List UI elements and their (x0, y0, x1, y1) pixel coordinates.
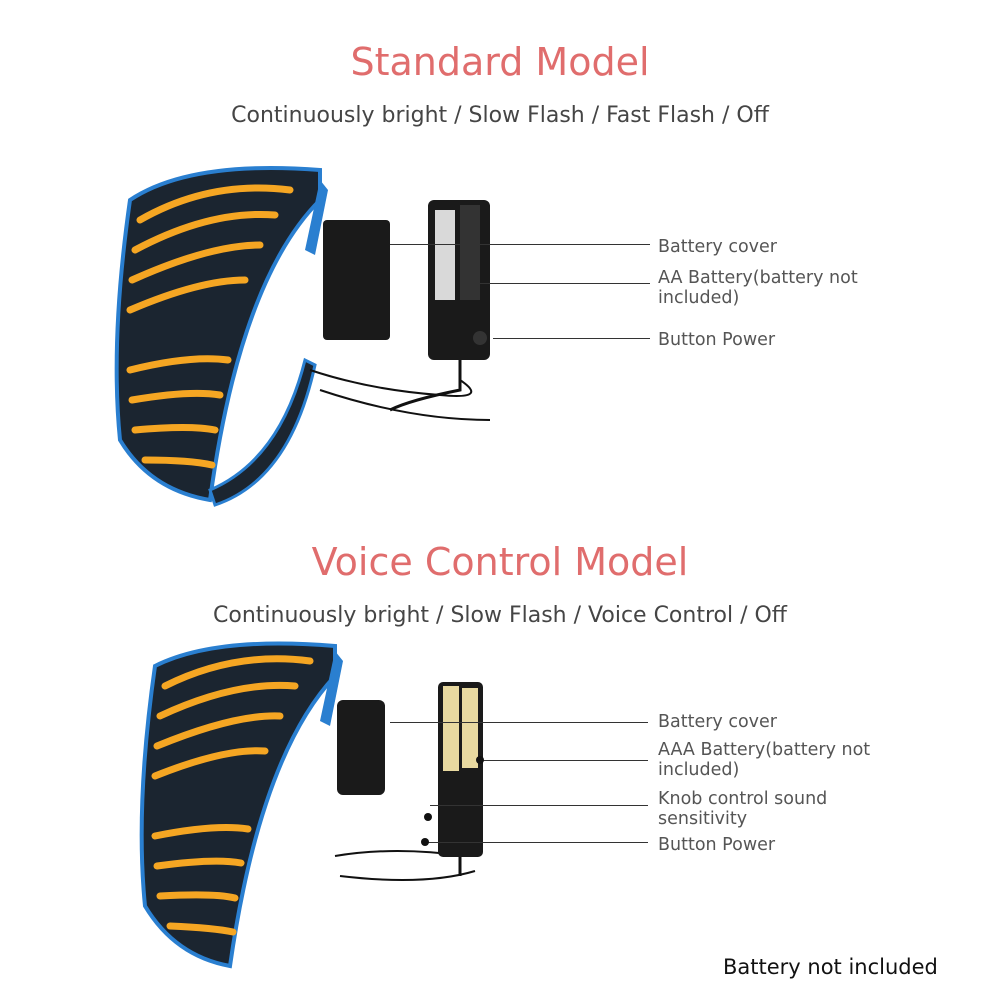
label-battery-cover: Battery cover (658, 237, 777, 257)
leader-line (480, 283, 650, 284)
label-aaa-battery: AAA Battery(battery not included) (658, 740, 871, 780)
label-aa-battery: AA Battery(battery not included) (658, 268, 858, 308)
battery-cover-shape (323, 220, 390, 340)
label-battery-cover: Battery cover (658, 712, 777, 732)
voice-model-title: Voice Control Model (311, 540, 689, 584)
leader-line (425, 842, 648, 843)
leader-line (493, 338, 650, 339)
voice-modes: Continuously bright / Slow Flash / Voice… (213, 603, 787, 628)
leader-line (480, 760, 648, 761)
voice-glasses-image (139, 641, 483, 969)
pointer-dot (424, 813, 432, 821)
label-knob-control: Knob control sound sensitivity (658, 789, 828, 829)
battery-note: Battery not included (723, 955, 938, 979)
pointer-dot (476, 756, 484, 764)
standard-glasses-image (114, 166, 491, 507)
leader-line (430, 805, 648, 806)
standard-modes: Continuously bright / Slow Flash / Fast … (231, 103, 769, 128)
pointer-dot (421, 838, 429, 846)
standard-model-title: Standard Model (350, 40, 650, 84)
leader-line (390, 244, 650, 245)
leader-line (390, 722, 648, 723)
label-button-power: Button Power (658, 330, 776, 350)
label-button-power: Button Power (658, 835, 776, 855)
